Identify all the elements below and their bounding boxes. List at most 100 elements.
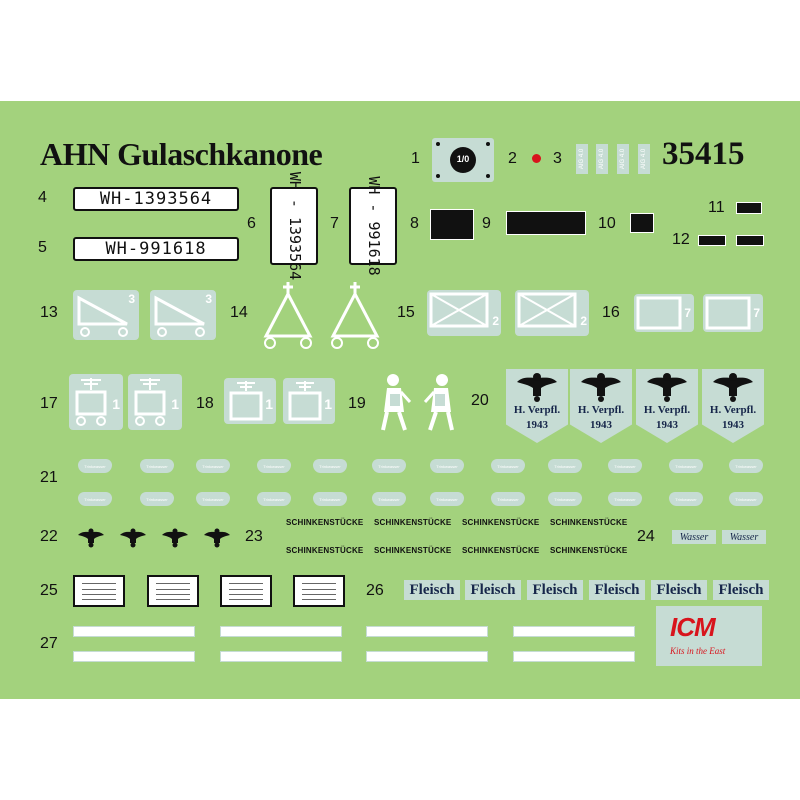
item21-decal: Trinkwasser [491,459,525,473]
label-7: 7 [330,215,339,232]
item26-decal: Fleisch [404,580,460,600]
label-19: 19 [348,395,366,412]
item14-decal [258,280,318,352]
item27-strip [366,651,488,662]
small-eagle-icon [120,528,146,548]
item22-decal [162,528,188,553]
antenna-trailer-icon [75,378,107,426]
label-9: 9 [482,215,491,232]
trailer-symbol-icon [77,295,128,337]
item1-decal: 1/0 [432,138,494,182]
item12-decal [736,235,764,246]
item21-decal: Trinkwasser [548,492,582,506]
label-12: 12 [672,231,690,248]
item21-decal: Trinkwasser [608,492,642,506]
item16-decal: 7 [703,294,763,332]
item3-decal: AIG 4.0 [617,144,629,174]
item21-decal: Trinkwasser [491,492,525,506]
label-2: 2 [508,150,517,167]
item17-number: 1 [171,396,179,412]
item18-number: 1 [324,396,332,412]
item26-decal: Fleisch [713,580,769,600]
eagle-line2: 1943 [590,419,612,431]
label-25: 25 [40,582,58,599]
label-5: 5 [38,239,47,256]
label-15: 15 [397,304,415,321]
item21-decal: Trinkwasser [78,459,112,473]
item16-number: 7 [684,306,691,320]
plate-item5: WH-991618 [73,237,239,261]
trailer-symbol-icon [154,295,205,337]
item21-decal: Trinkwasser [196,492,230,506]
eagle-line1: H. Verpfl. [709,404,757,416]
item19-decal [423,372,457,434]
x-box-icon [517,292,577,328]
eagle-line1: H. Verpfl. [577,404,625,416]
label-22: 22 [40,528,58,545]
icm-logo: ICM Kits in the East [656,606,762,666]
label-10: 10 [598,215,616,232]
label-27: 27 [40,635,58,652]
cook-figure-icon [423,374,454,431]
item13-number: 3 [205,292,212,306]
label-14: 14 [230,304,248,321]
item21-decal: Trinkwasser [548,459,582,473]
item11-decal [736,202,762,214]
plate-item6: WH - 1393564 [270,172,318,280]
label-17: 17 [40,395,58,412]
plate-item7: WH - 991618 [349,176,397,276]
item21-decal: Trinkwasser [257,492,291,506]
item15-decal: 2 [515,290,589,336]
item1-text: 1/0 [456,154,470,164]
item23-decal: SCHINKENSTÜCKE [462,518,540,527]
item13-decal: 3 [73,290,139,340]
item27-strip [366,626,488,637]
cook-figure-icon [381,374,412,431]
item21-decal: Trinkwasser [729,492,763,506]
eagle-line2: 1943 [526,419,548,431]
item17-decal: 1 [69,374,123,430]
item21-decal: Trinkwasser [372,459,406,473]
item27-strip [73,626,195,637]
label-3: 3 [553,150,562,167]
item2-red-dot [532,154,541,163]
item27-strip [220,626,342,637]
small-eagle-icon [78,528,104,548]
item23-decal: SCHINKENSTÜCKE [462,546,540,555]
small-eagle-icon [162,528,188,548]
box-symbol-icon [705,296,751,330]
label-1: 1 [411,150,420,167]
eagle-icon [517,373,557,402]
item17-decal: 1 [128,374,182,430]
label-6: 6 [247,215,256,232]
item21-decal: Trinkwasser [430,459,464,473]
item8-decal [430,209,474,240]
label-4: 4 [38,189,47,206]
item21-decal: Trinkwasser [608,459,642,473]
eagle-icon [647,373,687,402]
item21-decal: Trinkwasser [669,459,703,473]
label-13: 13 [40,304,58,321]
icm-logo-tagline: Kits in the East [670,646,726,656]
item26-decal: Fleisch [527,580,583,600]
item25-decal [73,575,125,607]
x-box-icon [429,292,489,328]
item21-decal: Trinkwasser [140,459,174,473]
eagle-icon [713,373,753,402]
sheet-title: AHN Gulaschkanone [40,136,323,172]
antenna-box-icon [229,381,263,421]
item23-decal: SCHINKENSTÜCKE [550,518,628,527]
item21-decal: Trinkwasser [669,492,703,506]
item21-decal: Trinkwasser [430,492,464,506]
item18-decal: 1 [283,378,335,424]
item21-decal: Trinkwasser [257,459,291,473]
item18-decal: 1 [224,378,276,424]
item22-decal [78,528,104,553]
item16-number: 7 [753,306,760,320]
eagle-line2: 1943 [722,419,744,431]
item16-decal: 7 [634,294,694,332]
item25-decal [147,575,199,607]
label-11: 11 [708,199,725,216]
antenna-box-icon [288,381,322,421]
item14-decal [325,280,385,352]
